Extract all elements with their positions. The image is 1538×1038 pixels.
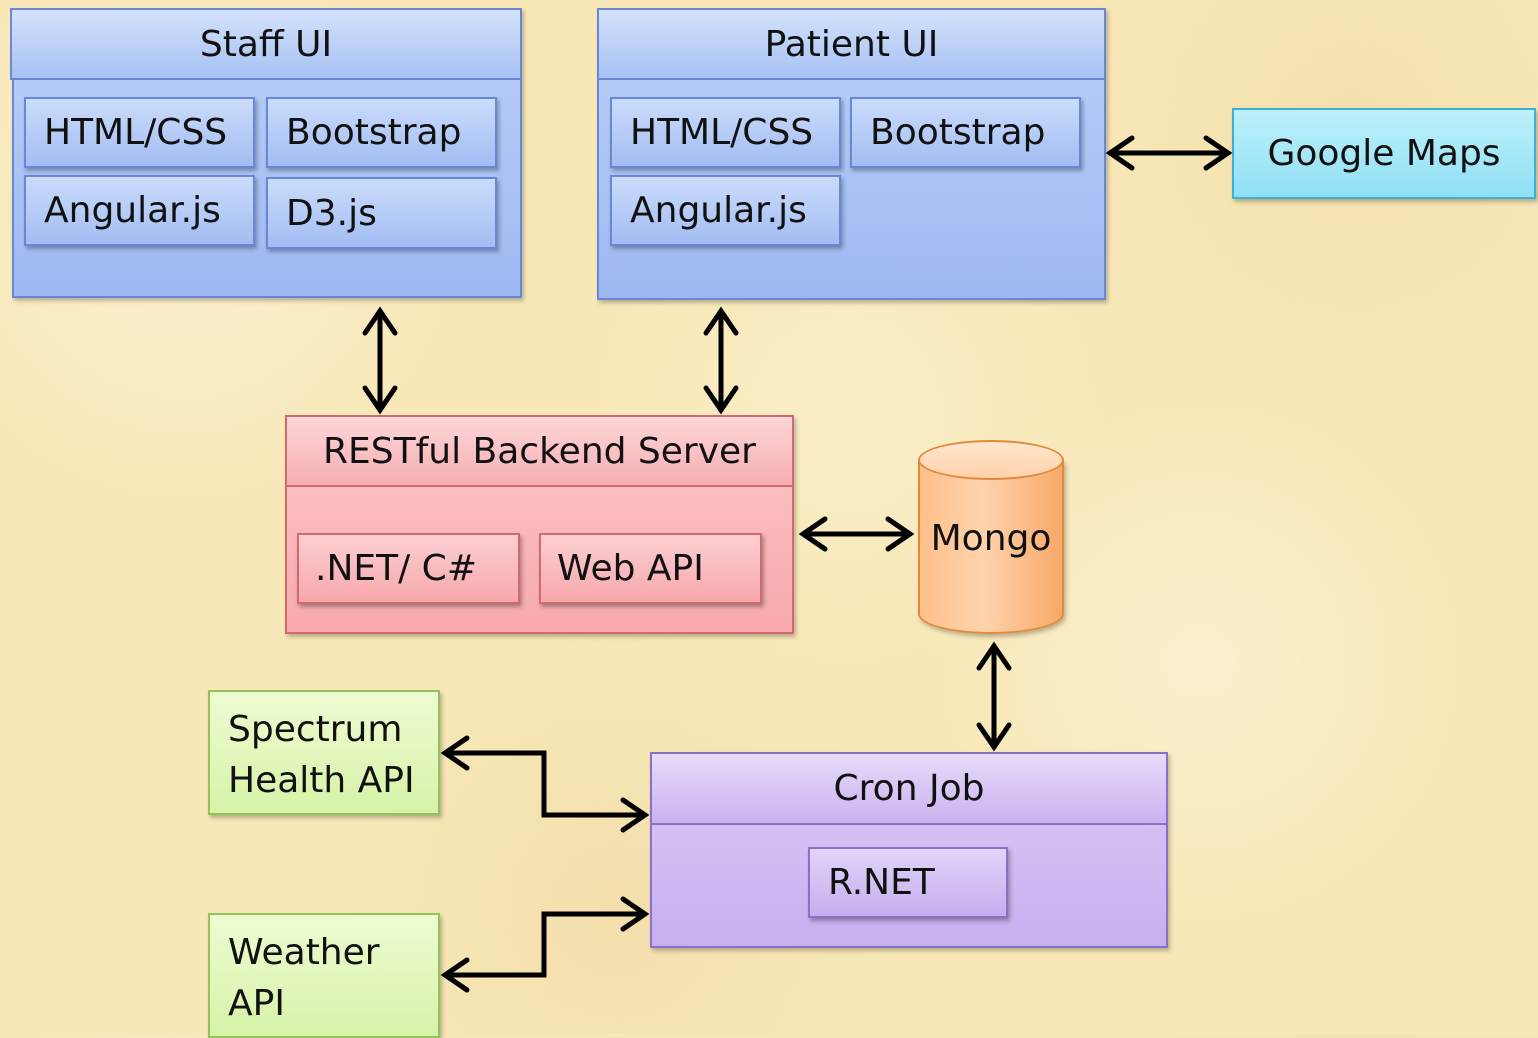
patient-ui-bootstrap: Bootstrap [850,97,1081,168]
arrow-weather-cron [440,896,650,993]
cron-job-rnet: R.NET [808,847,1008,918]
staff-ui-bootstrap: Bootstrap [266,97,497,168]
staff-ui-html-css: HTML/CSS [24,97,255,168]
mongo-label: Mongo [930,518,1052,559]
weather-api-box: Weather API [208,913,440,1038]
spectrum-health-api-box: Spectrum Health API [208,690,440,815]
backend-title: RESTful Backend Server [285,415,794,487]
mongo-cylinder-body [918,460,1064,634]
arrow-spectrum-cron [440,735,650,833]
patient-ui-title: Patient UI [597,8,1106,80]
cron-job-title: Cron Job [650,752,1168,825]
arrow-mongo-cron [976,641,1012,752]
arrow-patient-googlemaps [1105,135,1233,171]
patient-ui-angularjs: Angular.js [610,175,841,246]
staff-ui-d3js: D3.js [266,177,497,249]
staff-ui-title: Staff UI [10,8,522,80]
patient-ui-html-css: HTML/CSS [610,97,841,168]
backend-web-api: Web API [539,533,762,604]
arrow-patient-backend [703,306,739,415]
arrow-backend-mongo [798,516,915,552]
arrow-staff-backend [362,306,398,415]
backend-dotnet-csharp: .NET/ C# [297,533,520,604]
google-maps-box: Google Maps [1232,108,1536,199]
mongo-database: Mongo [918,440,1064,636]
mongo-cylinder-top [918,440,1064,480]
staff-ui-angularjs: Angular.js [24,175,255,246]
